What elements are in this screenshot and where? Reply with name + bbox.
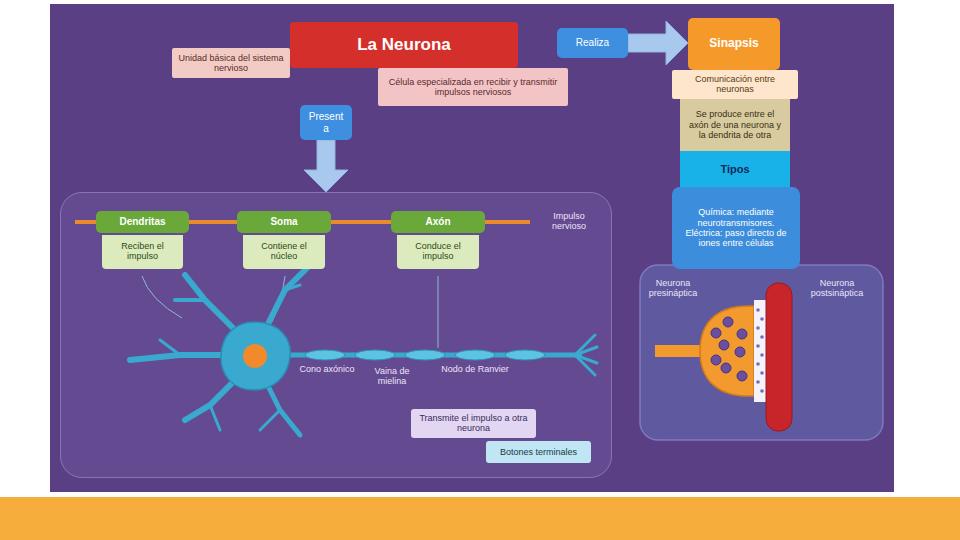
synaptic-vesicles [711, 317, 747, 381]
leader-line [438, 276, 439, 348]
panel-label: Impulso nervioso [537, 211, 601, 232]
synapse-illustration [655, 283, 792, 431]
node-text: La Neurona [296, 35, 512, 55]
axon-terminal [575, 335, 597, 375]
dendrites [130, 265, 310, 435]
node-text: Botones terminales [492, 447, 585, 457]
part-description: Reciben el impulso [102, 235, 183, 270]
part-description: Contiene el núcleo [243, 235, 325, 270]
definition-box: Unidad básica del sistema nervioso [172, 48, 290, 78]
node-text: Célula especializada en recibir y transm… [384, 77, 562, 98]
part-label: Cono axónico [296, 364, 358, 374]
node-text: Comunicación entre neuronas [678, 74, 792, 95]
node-text: Se produce entre el axón de una neurona … [686, 109, 784, 140]
myelin-sheath [305, 350, 545, 360]
presynaptic-terminal [700, 306, 754, 396]
note-box: Botones terminales [486, 441, 591, 463]
part-name: Dendritas [96, 211, 189, 233]
node-text: Sinapsis [694, 37, 774, 51]
part-box: DendritasReciben el impulso [96, 211, 189, 269]
part-label: Neurona presináptica [646, 278, 700, 299]
part-label: Vaina de mielina [366, 366, 418, 387]
part-box: SomaContiene el núcleo [237, 211, 331, 269]
nucleus [243, 344, 267, 368]
part-label: Nodo de Ranvier [440, 364, 510, 374]
parts-panel-fill [60, 192, 612, 478]
node-text: Unidad básica del sistema nervioso [178, 53, 284, 74]
connector-box: Realiza [557, 28, 628, 58]
part-name: Soma [237, 211, 331, 233]
leader-line [142, 276, 182, 318]
synapse-panel [640, 265, 883, 440]
node-text: Presenta [306, 111, 346, 134]
part-name: Axón [391, 211, 485, 233]
description-box: Se produce entre el axón de una neurona … [680, 99, 790, 151]
part-description: Conduce el impulso [397, 235, 479, 270]
connector-box: Presenta [300, 105, 352, 140]
definition-box: Comunicación entre neuronas [672, 70, 798, 99]
title-box: La Neurona [290, 22, 518, 68]
part-label: Neurona postsináptica [806, 278, 868, 299]
category-box: Tipos [680, 151, 790, 187]
block-arrow [628, 21, 688, 65]
description-box: Química: mediante neurotransmisores. Elé… [672, 187, 800, 269]
synaptic-cleft [754, 300, 766, 402]
note-box: Transmite el impulso a otra neurona [411, 409, 536, 438]
neurotransmitters [756, 308, 764, 393]
node-text: Tipos [686, 163, 784, 176]
node-text: Realiza [563, 37, 622, 49]
slide-panel [50, 4, 894, 492]
node-text: Química: mediante neurotransmisores. Elé… [678, 207, 794, 248]
soma [221, 322, 290, 390]
parts-panel: Impulso nervioso DendritasReciben el impu… [60, 192, 612, 478]
postsynaptic-membrane [766, 283, 792, 431]
presynaptic-axon [655, 345, 705, 357]
node-text: Transmite el impulso a otra neurona [417, 413, 530, 434]
block-arrow [304, 140, 348, 192]
topic-box: Sinapsis [688, 18, 780, 70]
definition-box: Célula especializada en recibir y transm… [378, 68, 568, 106]
footer-bar [0, 497, 960, 540]
part-box: AxónConduce el impulso [391, 211, 485, 269]
